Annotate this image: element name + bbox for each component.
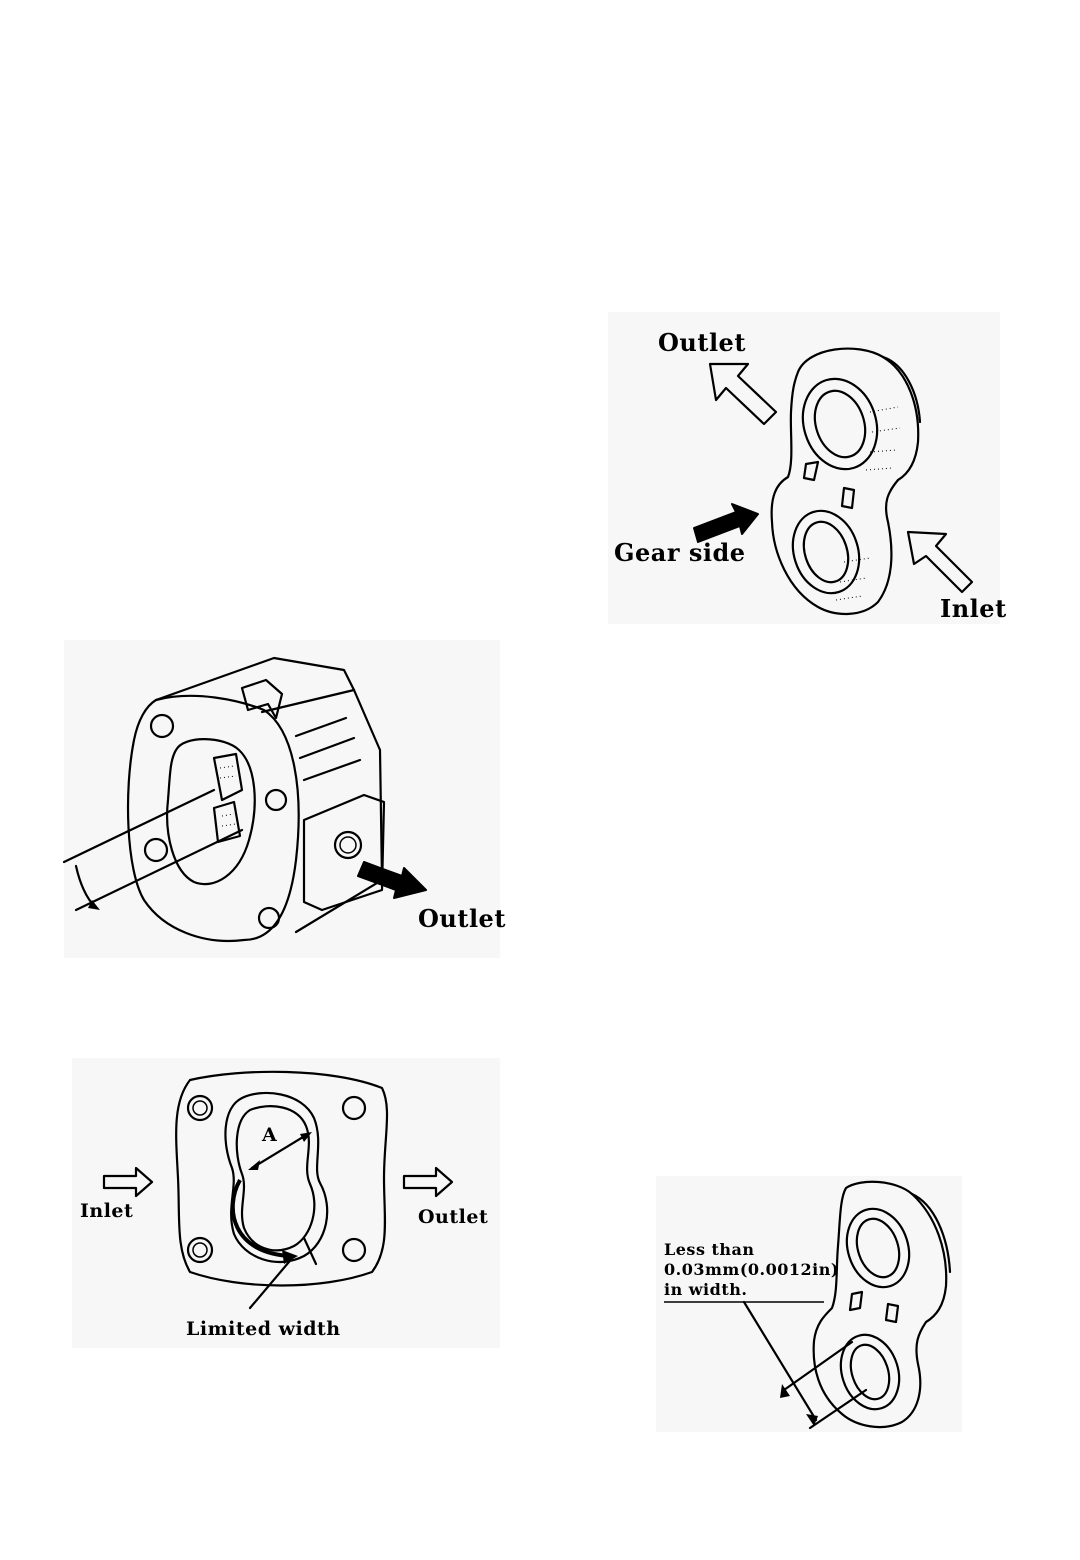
wear-note-line1: Less than bbox=[664, 1240, 755, 1259]
wear-note-line3: in width. bbox=[664, 1280, 747, 1299]
inlet-label: Inlet bbox=[80, 1200, 133, 1222]
wear-limit-figure: Less than 0.03mm(0.0012in) in width. bbox=[656, 1176, 962, 1432]
wear-note-line2: 0.03mm(0.0012in) bbox=[664, 1260, 839, 1279]
outlet-label: Outlet bbox=[418, 1206, 488, 1228]
cover-figure: A Inlet Outlet Limited width bbox=[72, 1058, 500, 1348]
cover-drawing bbox=[72, 1058, 500, 1348]
outlet-label: Outlet bbox=[658, 328, 746, 357]
limited-width-label: Limited width bbox=[186, 1318, 341, 1340]
wear-limit-drawing bbox=[656, 1176, 962, 1432]
gear-side-label: Gear side bbox=[614, 538, 746, 567]
gear-plate-figure: Outlet Gear side Inlet bbox=[608, 312, 1000, 624]
pump-body-figure: Outlet bbox=[64, 640, 500, 958]
dimension-a-label: A bbox=[262, 1124, 277, 1146]
inlet-label: Inlet bbox=[940, 594, 1007, 623]
gear-plate-drawing bbox=[608, 312, 1000, 624]
outlet-label: Outlet bbox=[418, 904, 506, 933]
